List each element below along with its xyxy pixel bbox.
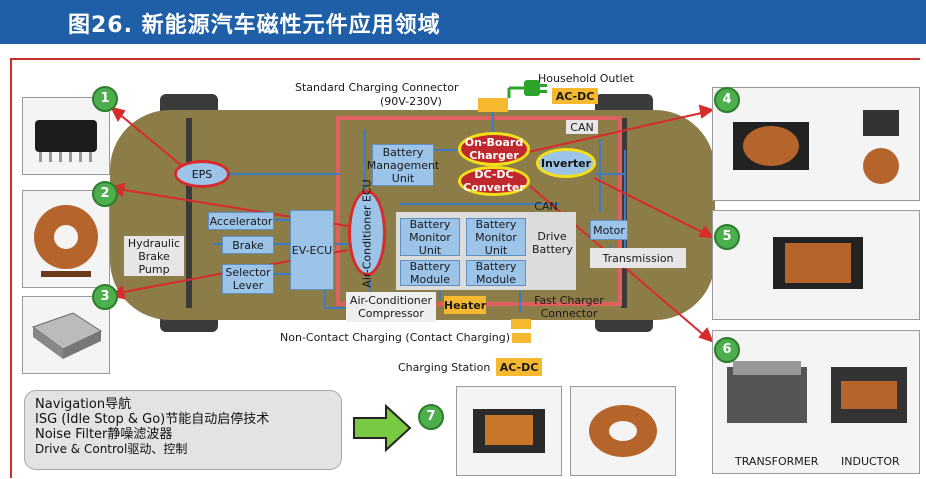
fast-charger-connector-label: Fast Charger Connector (534, 294, 604, 320)
photo-coil-bobbin (570, 386, 676, 476)
can-mid-label: CAN (534, 199, 558, 213)
dc-dc-converter: DC-DC Converter (458, 166, 530, 196)
green-arrow-icon (353, 403, 412, 453)
title-banner: 图26. 新能源汽车磁性元件应用领域 (0, 0, 926, 44)
content-frame (10, 58, 920, 478)
badge-7: 7 (418, 404, 444, 430)
inverter: Inverter (536, 148, 596, 178)
photo-inductors-group (712, 87, 920, 201)
hydraulic-brake-pump: Hydraulic Brake Pump (124, 236, 184, 276)
acdc-top-badge: AC-DC (552, 88, 598, 104)
acdc-bottom-badge: AC-DC (496, 358, 542, 376)
choke-icon (773, 237, 863, 289)
toroid-coil-icon (34, 205, 98, 277)
transformer-icon (727, 361, 907, 423)
drive-battery-label: Drive Battery (532, 230, 573, 256)
selector-lever-box: Selector Lever (222, 264, 274, 294)
air-conditioner-ecu: Air-Conditioner ECU (348, 179, 386, 287)
badge-3: 3 (92, 284, 118, 310)
heater-box: Heater (444, 296, 486, 314)
transformer-caption: TRANSFORMER (735, 455, 819, 468)
coil-bobbin-icon (589, 405, 657, 457)
accelerator-box: Accelerator (208, 212, 274, 230)
photo-toroid-inductor (22, 190, 110, 288)
plug-icon (507, 80, 547, 98)
air-conditioner-compressor: Air-Conditioner Compressor (346, 292, 436, 322)
feature-item-navigation: Navigation导航 (35, 397, 132, 412)
page-title: 图26. 新能源汽车磁性元件应用领域 (68, 13, 441, 38)
feature-item-drive-control: Drive & Control驱动、控制 (35, 442, 188, 456)
standard-voltage-label: (90V-230V) (380, 95, 442, 108)
feature-item-noise-filter: Noise Filter静噪滤波器 (35, 427, 173, 442)
feature-item-isg: ISG (Idle Stop & Go)节能自动启停技术 (35, 412, 270, 427)
ev-ecu-box: EV-ECU (290, 210, 334, 290)
badge-5: 5 (714, 224, 740, 250)
motor-box: Motor (590, 220, 628, 240)
smd-transformer-icon (473, 409, 545, 453)
battery-monitor-unit-1: Battery Monitor Unit (400, 218, 460, 257)
air-conditioner-ecu-label: Air-Conditioner ECU (360, 178, 374, 288)
badge-1: 1 (92, 86, 118, 112)
photo-eps-module (22, 97, 110, 175)
photo-transformer-inductor: TRANSFORMER INDUCTOR (712, 330, 920, 474)
eps-label: EPS (191, 167, 213, 181)
filter-module-icon (31, 312, 103, 359)
badge-2: 2 (92, 181, 118, 207)
photo-filter-module (22, 296, 110, 374)
brake-box: Brake (222, 236, 274, 254)
non-contact-charging-label: Non-Contact Charging (Contact Charging) (278, 331, 512, 344)
household-outlet-label: Household Outlet (538, 72, 634, 85)
battery-monitor-unit-2: Battery Monitor Unit (466, 218, 526, 257)
standard-connector-block (478, 98, 508, 112)
battery-module-1: Battery Module (400, 260, 460, 286)
feature-list-box: Navigation导航 ISG (Idle Stop & Go)节能自动启停技… (24, 390, 342, 470)
non-contact-connector-block-2 (511, 333, 531, 343)
non-contact-connector-block (511, 319, 531, 329)
transmission-box: Transmission (590, 248, 686, 268)
standard-connector-label: Standard Charging Connector (295, 81, 459, 94)
badge-6: 6 (714, 337, 740, 363)
inductor-caption: INDUCTOR (841, 455, 900, 468)
photo-smd-transformer (456, 386, 562, 476)
on-board-charger: On-Board Charger (458, 132, 530, 166)
can-top-label: CAN (566, 120, 598, 134)
inductor-group-icon (733, 110, 899, 184)
eps-oval: EPS (174, 160, 230, 188)
battery-management-unit: Battery Management Unit (366, 144, 440, 186)
module-icon (35, 120, 97, 162)
battery-module-2: Battery Module (466, 260, 526, 286)
charging-station-label: Charging Station (398, 361, 491, 374)
badge-4: 4 (714, 87, 740, 113)
photo-common-mode-choke (712, 210, 920, 320)
